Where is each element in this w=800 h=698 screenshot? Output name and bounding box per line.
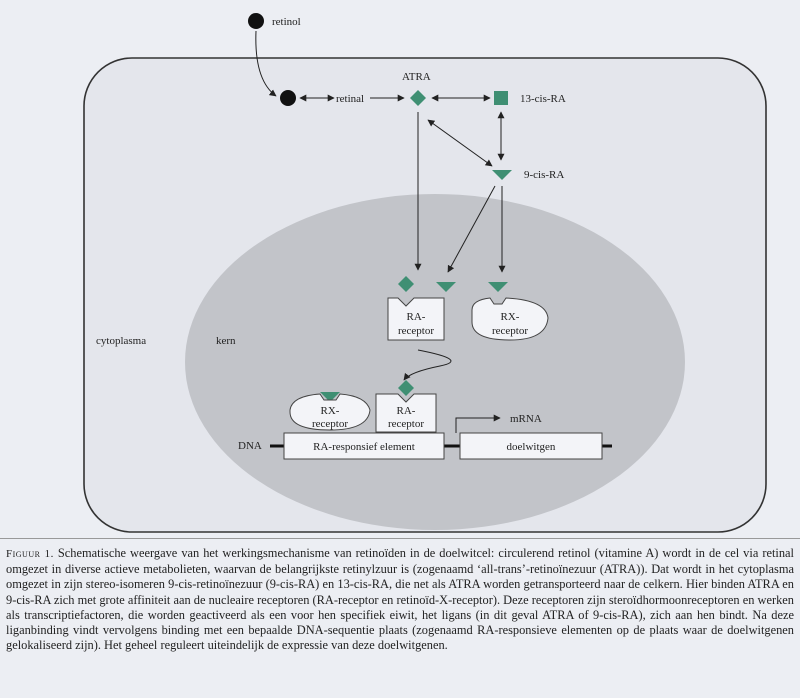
rx-receptor-bottom bbox=[289, 393, 371, 431]
atra-9cis-arrow bbox=[427, 119, 493, 167]
atra-ligand-bound bbox=[398, 380, 414, 396]
caption-text: Schematische weergave van het werkingsme… bbox=[6, 546, 794, 653]
caption-heading: Figuur 1. bbox=[6, 548, 54, 560]
ra-receptor-bottom-line2: receptor bbox=[388, 418, 424, 430]
ra-receptor-top-line2: receptor bbox=[398, 325, 434, 337]
retinal-molecule bbox=[280, 90, 296, 106]
mrna-label: mRNA bbox=[510, 413, 542, 425]
atra-label: ATRA bbox=[402, 71, 431, 83]
rx-receptor-bottom-line2: receptor bbox=[312, 418, 348, 430]
retinol-molecule bbox=[248, 13, 264, 29]
kern-label: kern bbox=[216, 335, 236, 347]
atra-diamond bbox=[410, 90, 426, 106]
dna-label: DNA bbox=[238, 440, 262, 452]
figure-caption: Figuur 1. Schematische weergave van het … bbox=[6, 546, 794, 653]
cis9-ligand-bound bbox=[320, 392, 340, 402]
nucleus bbox=[185, 194, 685, 530]
binding-arrow bbox=[403, 349, 452, 381]
rx-receptor-top bbox=[471, 297, 549, 341]
ra-receptor-top-outline bbox=[387, 297, 445, 341]
target-gene bbox=[459, 432, 603, 460]
ra-receptor-bottom-line1: RA- bbox=[397, 405, 416, 417]
cis9-ligand-left bbox=[436, 282, 456, 292]
cis9-ligand-right bbox=[488, 282, 508, 292]
cis9-label: 9-cis-RA bbox=[524, 169, 564, 181]
diagram: retinol retinal ATRA 13-cis-RA 9-cis-RA … bbox=[83, 13, 767, 533]
cis13-square bbox=[494, 91, 508, 105]
ra-receptor-top-line1: RA- bbox=[407, 311, 426, 323]
caption-divider bbox=[0, 538, 800, 539]
rx-receptor-top-line1: RX- bbox=[501, 311, 520, 323]
atra-ligand-nucleus bbox=[398, 276, 414, 292]
rx-receptor-top-line2: receptor bbox=[492, 325, 528, 337]
cytoplasma-label: cytoplasma bbox=[96, 335, 146, 347]
mrna-arrow bbox=[455, 414, 501, 433]
retinol-label: retinol bbox=[272, 16, 301, 28]
ra-response-element bbox=[283, 432, 445, 460]
cis9-left-down-arrow bbox=[447, 185, 496, 273]
target-gene-label: doelwitgen bbox=[507, 441, 556, 453]
cis13-label: 13-cis-RA bbox=[520, 93, 566, 105]
retinol-arrow bbox=[255, 30, 277, 97]
retinal-label: retinal bbox=[336, 93, 364, 105]
ra-response-element-label: RA-responsief element bbox=[313, 441, 415, 453]
cis9-triangle bbox=[492, 170, 512, 180]
rx-receptor-bottom-line1: RX- bbox=[321, 405, 340, 417]
ra-receptor-bottom bbox=[375, 393, 437, 433]
